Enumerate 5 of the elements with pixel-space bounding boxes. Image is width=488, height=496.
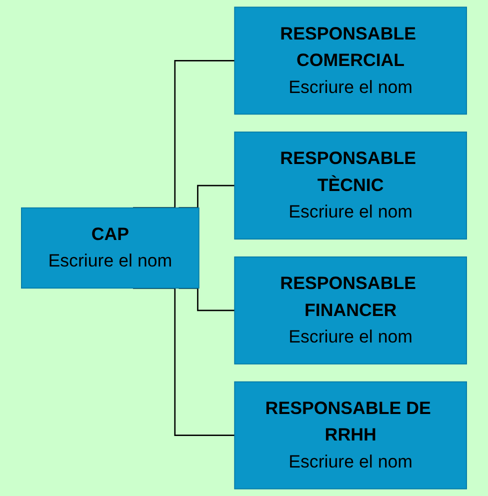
node-box: CAP Escriure el nom: [21, 207, 200, 289]
node-box: RESPONSABLE COMERCIAL Escriure el nom: [234, 6, 467, 115]
node-box: RESPONSABLE DE RRHH Escriure el nom: [234, 381, 467, 490]
node-box: RESPONSABLE TÈCNIC Escriure el nom: [234, 132, 467, 240]
node-box: RESPONSABLE FINANCER Escriure el nom: [234, 256, 467, 364]
